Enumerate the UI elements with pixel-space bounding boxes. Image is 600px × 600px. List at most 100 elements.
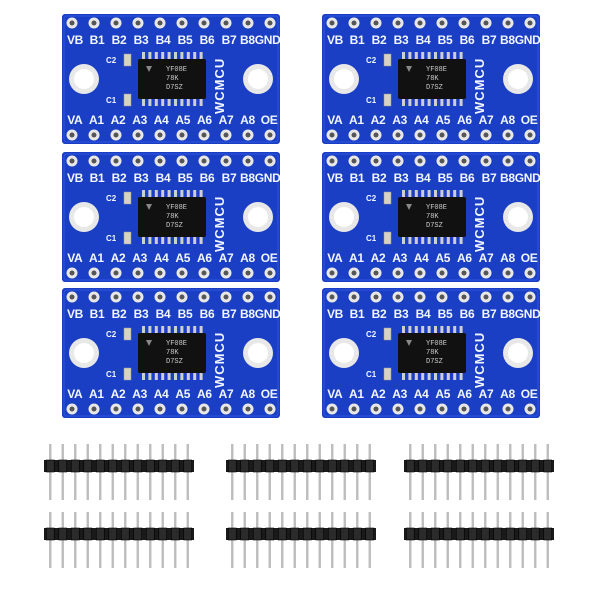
header-plastic <box>44 460 194 472</box>
cap-label-c2: C2 <box>366 330 377 339</box>
pin-label: B5 <box>177 307 193 321</box>
pin-label: A7 <box>478 387 494 401</box>
pin-label: A1 <box>349 113 364 127</box>
cap-label-c1: C1 <box>106 234 117 243</box>
ic-chip <box>398 333 466 373</box>
capacitor <box>123 93 132 107</box>
chip-marking-1: YF08E <box>426 66 448 74</box>
pin-label: B4 <box>155 33 171 47</box>
pin-header <box>44 512 194 568</box>
cap-label-c2: C2 <box>106 56 117 65</box>
pin-label: A5 <box>435 251 451 265</box>
cap-label-c2: C2 <box>366 56 377 65</box>
brand-label: WCMCU <box>472 195 487 252</box>
pin-label: OE <box>520 387 538 401</box>
pin-label: B8GND <box>240 171 281 185</box>
pin-label: OE <box>520 113 538 127</box>
pin-label: B8GND <box>500 307 541 321</box>
pin-header <box>404 512 554 568</box>
pin-label: A2 <box>110 387 126 401</box>
pin-label: A5 <box>435 387 451 401</box>
header-plastic <box>226 528 376 540</box>
pin-label: A7 <box>478 251 494 265</box>
pin-label: B5 <box>437 33 453 47</box>
chip-marking-2: 78K <box>426 349 439 357</box>
pin-label: B3 <box>133 307 149 321</box>
pin-label: VA <box>327 251 343 265</box>
pin-label: B8GND <box>500 171 541 185</box>
pin-header <box>226 512 376 568</box>
pin-label: A3 <box>132 387 147 401</box>
chip-marking-3: D7SZ <box>426 358 443 366</box>
pin-label: B5 <box>177 33 193 47</box>
pin-label: A7 <box>218 387 234 401</box>
chip-marking-3: D7SZ <box>166 84 183 92</box>
chip-marking-2: 78K <box>166 349 179 357</box>
capacitor <box>383 327 392 341</box>
header-plastic <box>404 528 554 540</box>
pin-label: VB <box>66 307 84 321</box>
pin-label: B2 <box>111 307 127 321</box>
pin-label: A6 <box>456 251 472 265</box>
cap-label-c1: C1 <box>106 96 117 105</box>
pin-label: OE <box>260 387 278 401</box>
chip-marking-1: YF08E <box>166 66 188 74</box>
pin-label: B2 <box>371 307 387 321</box>
pin-label: VA <box>67 113 83 127</box>
pin-label: VB <box>66 33 84 47</box>
pin-label: OE <box>260 251 278 265</box>
pin-label: VA <box>67 251 83 265</box>
pin-label: B8GND <box>240 307 281 321</box>
pin-label: A1 <box>89 113 104 127</box>
pin-label: VB <box>326 33 344 47</box>
pin-label: A4 <box>153 251 169 265</box>
pin-label: B8GND <box>500 33 541 47</box>
pin-label: A3 <box>132 251 147 265</box>
pin-label: VB <box>326 171 344 185</box>
capacitor <box>123 327 132 341</box>
pin-label: A6 <box>456 113 472 127</box>
capacitor <box>383 93 392 107</box>
pin-label: A8 <box>500 113 515 127</box>
cap-label-c2: C2 <box>106 330 117 339</box>
chip-marking-2: 78K <box>426 213 439 221</box>
pin-label: B1 <box>89 33 105 47</box>
pin-label: B7 <box>481 171 497 185</box>
capacitor <box>383 191 392 205</box>
pin-label: VA <box>67 387 83 401</box>
pin-label: A1 <box>89 251 104 265</box>
pin-label: B1 <box>349 33 365 47</box>
pin-label: A8 <box>240 387 255 401</box>
pin-label: B4 <box>415 33 431 47</box>
capacitor <box>123 191 132 205</box>
pin-label: B3 <box>133 33 149 47</box>
pin-label: A5 <box>175 113 191 127</box>
pin-label: B2 <box>371 171 387 185</box>
pin-label: B6 <box>199 307 215 321</box>
chip-marking-2: 78K <box>166 75 179 83</box>
pin-label: B2 <box>111 171 127 185</box>
pin-header <box>226 444 376 500</box>
chip-marking-2: 78K <box>426 75 439 83</box>
pin-header <box>44 444 194 500</box>
pin-label: B6 <box>199 33 215 47</box>
pin-label: B1 <box>89 171 105 185</box>
brand-label: WCMCU <box>212 57 227 114</box>
pin-label: A2 <box>110 113 126 127</box>
pin-label: A3 <box>132 113 147 127</box>
pin-label: A2 <box>370 251 386 265</box>
